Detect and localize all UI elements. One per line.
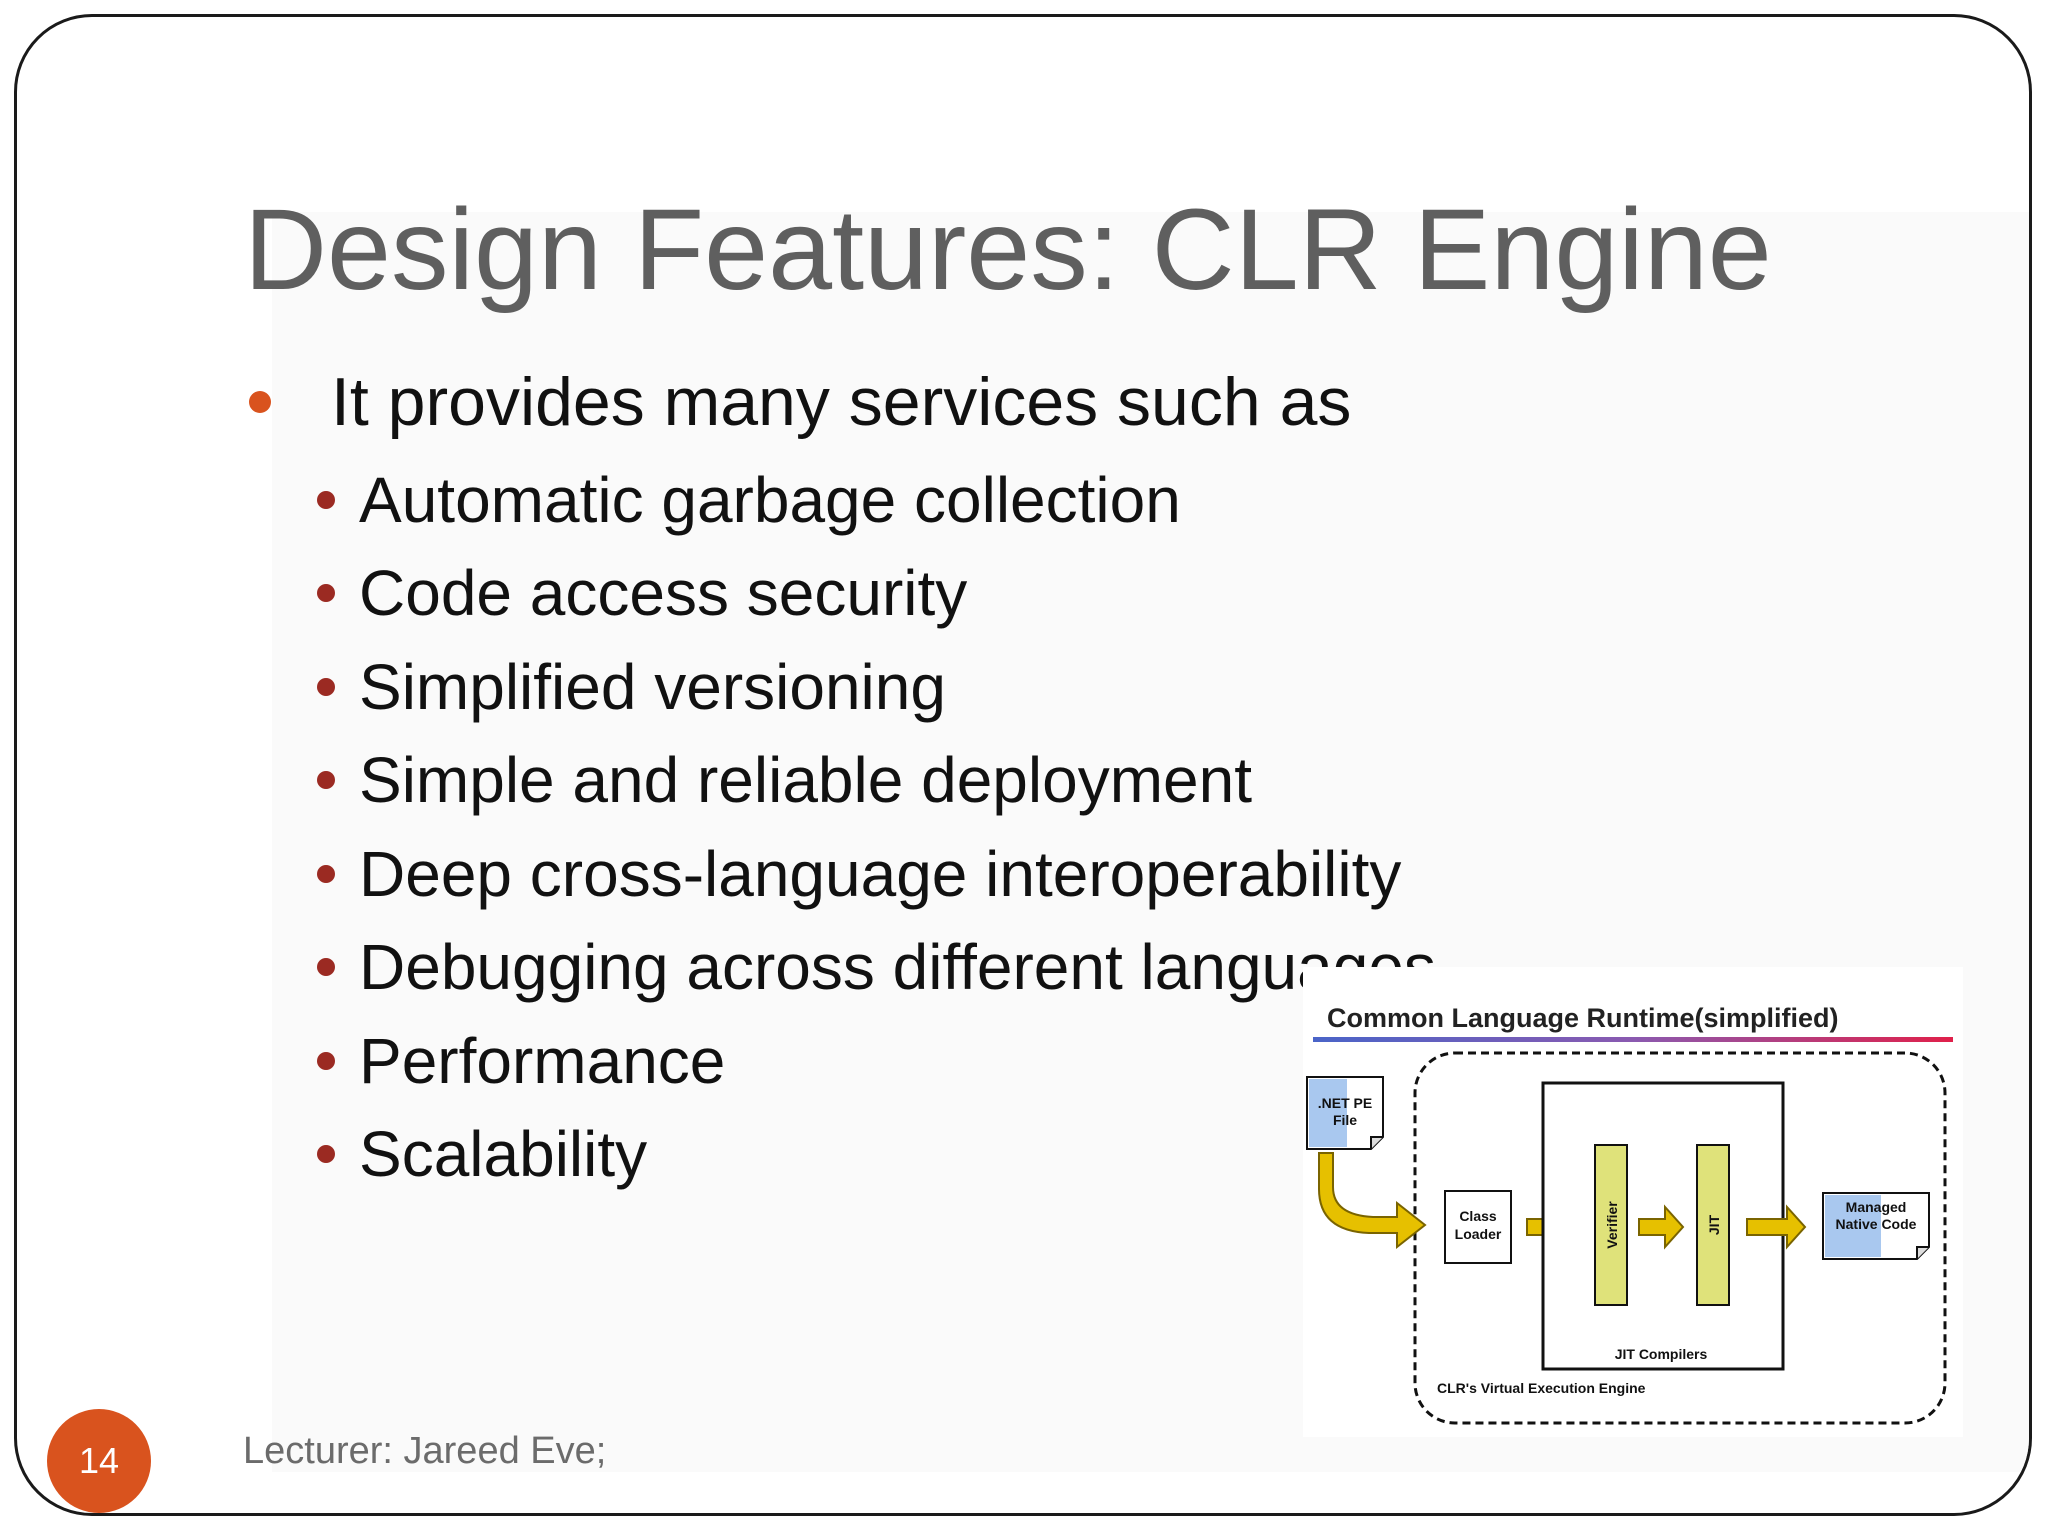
slide: Design Features: CLR Engine It provides … — [14, 14, 2032, 1516]
diagram-title: Common Language Runtime(simplified) — [1327, 1003, 1839, 1033]
sub-bullet-text: Simple and reliable deployment — [359, 744, 1252, 817]
pe-file-label-2: File — [1333, 1112, 1357, 1128]
curved-arrow-icon — [1318, 1152, 1427, 1250]
sub-bullet-text: Automatic garbage collection — [359, 463, 1181, 536]
list-item: Deep cross-language interoperability — [317, 827, 1436, 921]
class-loader-label-1: Class — [1459, 1208, 1497, 1224]
verifier-box — [1594, 1144, 1628, 1306]
main-bullet: It provides many services such as — [249, 362, 1351, 442]
sub-bullet-list: Automatic garbage collection Code access… — [317, 453, 1436, 1201]
bullet-dot-icon — [249, 391, 271, 413]
sub-bullet-text: Performance — [359, 1024, 726, 1097]
bullet-dot-icon — [317, 1145, 335, 1164]
sub-bullet-text: Scalability — [359, 1118, 648, 1191]
slide-title: Design Features: CLR Engine — [244, 186, 1772, 314]
jit-box — [1696, 1144, 1730, 1306]
pe-file-label-1: .NET PE — [1318, 1095, 1372, 1111]
jit-label: JIT — [1706, 1214, 1722, 1235]
bullet-dot-icon — [317, 677, 335, 696]
bullet-dot-icon — [317, 584, 335, 603]
main-bullet-text: It provides many services such as — [331, 364, 1352, 440]
list-item: Simplified versioning — [317, 640, 1436, 734]
class-loader-label-2: Loader — [1455, 1226, 1502, 1242]
arrow-right-icon — [1638, 1204, 1685, 1250]
title-underline — [1313, 1037, 1953, 1042]
clr-diagram: Common Language Runtime(simplified) .NET… — [1303, 967, 1963, 1437]
bullet-dot-icon — [317, 771, 335, 790]
list-item: Debugging across different languages — [317, 921, 1436, 1015]
list-item: Code access security — [317, 547, 1436, 641]
bullet-dot-icon — [317, 958, 335, 977]
bullet-dot-icon — [317, 1051, 335, 1070]
list-item: Performance — [317, 1014, 1436, 1108]
list-item: Scalability — [317, 1108, 1436, 1202]
engine-boundary — [1413, 1051, 1947, 1425]
class-loader-box — [1444, 1190, 1512, 1264]
bullet-dot-icon — [317, 490, 335, 509]
managed-code-icon: Managed Native Code — [1822, 1192, 1930, 1260]
page-number-badge: 14 — [47, 1409, 151, 1513]
bullet-dot-icon — [317, 864, 335, 883]
sub-bullet-text: Debugging across different languages — [359, 931, 1436, 1004]
sub-bullet-text: Code access security — [359, 557, 968, 630]
list-item: Automatic garbage collection — [317, 453, 1436, 547]
pe-file-icon: .NET PE File — [1306, 1076, 1384, 1150]
managed-label-2: Native Code — [1836, 1216, 1917, 1232]
arrow-right-icon — [1746, 1204, 1807, 1250]
jit-compilers-label: JIT Compilers — [1615, 1346, 1708, 1362]
footer-text: Lecturer: Jareed Eve; — [243, 1430, 607, 1472]
engine-label: CLR's Virtual Execution Engine — [1437, 1380, 1646, 1396]
list-item: Simple and reliable deployment — [317, 734, 1436, 828]
page-number: 14 — [78, 1440, 120, 1481]
sub-bullet-text: Deep cross-language interoperability — [359, 837, 1402, 910]
sub-bullet-text: Simplified versioning — [359, 650, 946, 723]
verifier-label: Verifier — [1604, 1201, 1620, 1249]
managed-label-1: Managed — [1846, 1199, 1907, 1215]
